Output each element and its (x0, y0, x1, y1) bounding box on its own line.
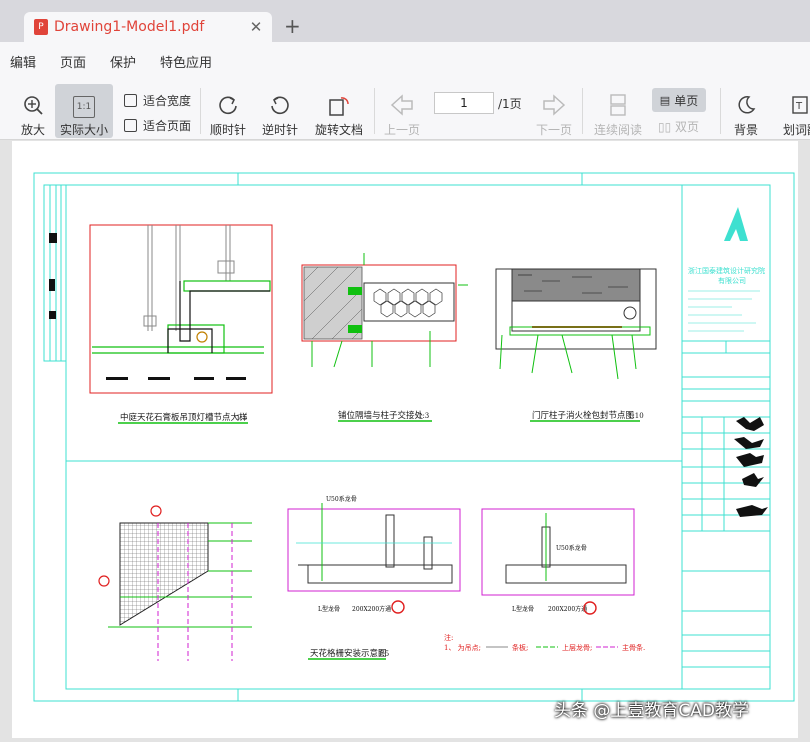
detail3-scale: 1:10 (628, 412, 644, 420)
single-page-label: 单页 (674, 93, 699, 108)
cad-drawing: 浙江国泰建筑设计研究院 有限公司 中庭天花石膏板吊顶灯槽节点大样 1:5 (33, 172, 795, 702)
label-u50b: U50系龙骨 (556, 544, 587, 552)
fit-width-label: 适合宽度 (143, 94, 192, 108)
actual-size-icon: 1:1 (73, 96, 95, 118)
background-button[interactable]: 背景 (728, 84, 764, 138)
company-name-2: 有限公司 (718, 276, 746, 285)
menu-special[interactable]: 特色应用 (160, 55, 213, 71)
separator (720, 88, 721, 134)
label-u50a: U50系龙骨 (326, 495, 357, 503)
fit-width-button[interactable]: 适合宽度 (124, 92, 191, 109)
word-translate-button[interactable]: T 划词翻 (776, 84, 810, 138)
separator (582, 88, 583, 134)
rotate-cw-label: 顺时针 (209, 123, 246, 137)
close-tab-icon[interactable]: ✕ (249, 18, 263, 36)
separator (200, 88, 201, 134)
double-page-label: 双页 (675, 120, 700, 134)
zoom-in-icon (20, 92, 46, 118)
detail3-title: 门厅柱子消火栓包封节点图 (532, 410, 634, 421)
menu-edit[interactable]: 编辑 (10, 55, 37, 71)
arrow-right-icon (541, 92, 567, 118)
menu-protect[interactable]: 保护 (110, 55, 137, 71)
legend-2: 上层龙骨; (562, 643, 592, 652)
moon-icon (733, 92, 759, 118)
label-l: L型龙骨 (318, 605, 340, 613)
tab-bar: P Drawing1-Model1.pdf ✕ + (0, 0, 810, 42)
word-translate-label: 划词翻 (782, 123, 810, 137)
pdf-file-icon: P (34, 19, 48, 35)
rotate-ccw-icon (267, 92, 293, 118)
detail2-title: 铺位隔墙与柱子交接处 (338, 410, 424, 421)
note-line: 1、 为吊点; (444, 643, 481, 652)
separator (374, 88, 375, 134)
legend-1: 条板; (512, 643, 528, 652)
translate-icon: T (788, 92, 810, 118)
background-label: 背景 (733, 123, 758, 137)
actual-size-label: 实际大小 (59, 123, 108, 137)
single-page-icon: ▤ (659, 93, 671, 107)
detail2-scale: 1:3 (418, 412, 429, 420)
next-page-button[interactable]: 下一页 (534, 84, 574, 138)
rotate-ccw-button[interactable]: 逆时针 (260, 84, 300, 138)
legend-3: 主骨条. (622, 643, 645, 652)
fit-page-label: 适合页面 (143, 119, 192, 133)
page-total: /1页 (498, 97, 522, 111)
continuous-read-button[interactable]: 连续阅读 (592, 84, 644, 138)
rotate-doc-icon (326, 92, 352, 118)
fit-width-icon (124, 94, 137, 107)
prev-page-label: 上一页 (383, 123, 420, 137)
rotate-ccw-label: 逆时针 (261, 123, 298, 137)
label-200b: 200X200方通 (548, 605, 587, 613)
page-number-input[interactable]: 1 (434, 92, 494, 114)
double-page-icon: ▯▯ (658, 120, 676, 134)
fit-page-icon (124, 119, 137, 132)
rotate-doc-button[interactable]: 旋转文档 (312, 84, 366, 138)
rotate-cw-button[interactable]: 顺时针 (208, 84, 248, 138)
fit-page-button[interactable]: 适合页面 (124, 117, 191, 134)
tab-title: Drawing1-Model1.pdf (54, 19, 205, 35)
zoom-in-button[interactable]: 放大 (16, 84, 50, 138)
document-tab[interactable]: P Drawing1-Model1.pdf ✕ (24, 12, 272, 42)
rotate-doc-label: 旋转文档 (314, 123, 363, 137)
detail4-title: 天花格栅安装示意图 (310, 648, 387, 659)
continuous-icon (605, 92, 631, 118)
double-page-button[interactable]: ▯▯ 双页 (658, 118, 699, 135)
detail4-scale: 1:5 (378, 650, 389, 658)
detail1-scale: 1:5 (236, 414, 247, 422)
company-name: 浙江国泰建筑设计研究院 (688, 266, 765, 275)
menu-bar: 编辑 页面 保护 特色应用 (0, 42, 810, 80)
next-page-label: 下一页 (535, 123, 572, 137)
label-l2: L型龙骨 (512, 605, 534, 613)
detail1-title: 中庭天花石膏板吊顶灯槽节点大样 (120, 412, 248, 423)
rotate-cw-icon (215, 92, 241, 118)
pdf-page: 浙江国泰建筑设计研究院 有限公司 中庭天花石膏板吊顶灯槽节点大样 1:5 (12, 141, 798, 738)
menu-page[interactable]: 页面 (60, 55, 87, 71)
prev-page-button[interactable]: 上一页 (382, 84, 422, 138)
watermark: 头条 @上壹教育CAD教学 (554, 701, 749, 721)
label-200a: 200X200方通 (352, 605, 391, 613)
actual-size-button[interactable]: 1:1 实际大小 (55, 84, 113, 138)
note-title: 注: (444, 633, 453, 642)
zoom-in-label: 放大 (20, 123, 45, 137)
continuous-label: 连续阅读 (593, 123, 642, 137)
arrow-left-icon (389, 92, 415, 118)
svg-text:T: T (795, 101, 803, 112)
single-page-button[interactable]: ▤单页 (652, 88, 706, 112)
new-tab-button[interactable]: + (284, 14, 301, 38)
